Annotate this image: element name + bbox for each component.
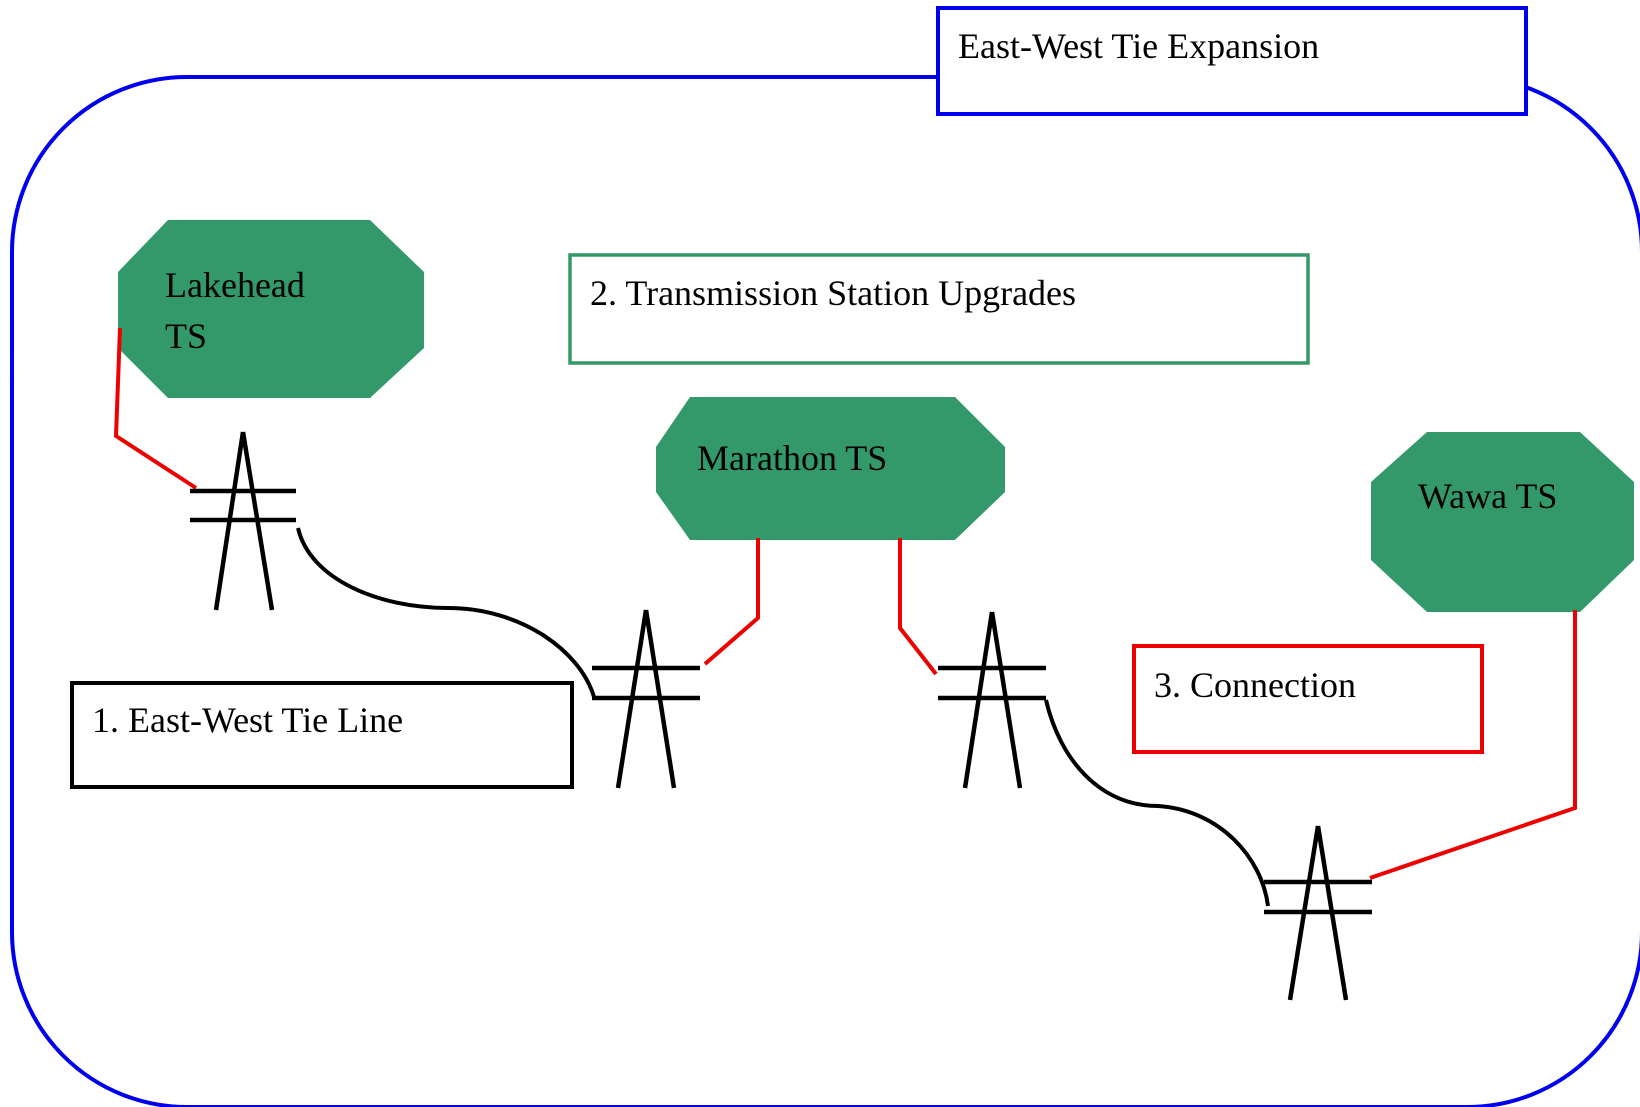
diagram-title: East-West Tie Expansion (958, 26, 1319, 66)
tie-line-segment-west (296, 527, 596, 698)
tie-line-label-box: 1. East-West Tie Line (70, 681, 574, 789)
connection-lines (113, 327, 1577, 880)
tower-icon (1264, 825, 1372, 1001)
station-lakehead-label-line1: Lakehead (165, 265, 305, 305)
connection-label: 3. Connection (1154, 665, 1356, 705)
title-box: East-West Tie Expansion (936, 6, 1528, 116)
tower-icon (938, 611, 1046, 789)
station-lakehead-label-line2: TS (165, 316, 207, 356)
connection-line-wawa (1369, 610, 1577, 880)
upgrades-label: 2. Transmission Station Upgrades (590, 273, 1076, 313)
station-marathon: Marathon TS (656, 397, 1005, 540)
station-marathon-label: Marathon TS (697, 438, 887, 478)
station-lakehead: Lakehead TS (118, 220, 424, 398)
tower-icon (190, 431, 296, 611)
station-wawa-label: Wawa TS (1418, 476, 1557, 516)
connection-line-marathon-east (898, 538, 938, 676)
tie-line-segments (296, 527, 1270, 907)
connection-label-box: 3. Connection (1132, 644, 1484, 754)
connection-line-marathon-west (703, 538, 760, 666)
tie-line-label: 1. East-West Tie Line (92, 700, 403, 740)
station-wawa: Wawa TS (1371, 432, 1634, 612)
tie-line-segment-east (1044, 699, 1270, 907)
tower-icon (592, 609, 700, 789)
upgrades-label-box: 2. Transmission Station Upgrades (568, 253, 1310, 365)
region-frame (10, 75, 1640, 1107)
connection-line-lakehead (113, 327, 198, 490)
